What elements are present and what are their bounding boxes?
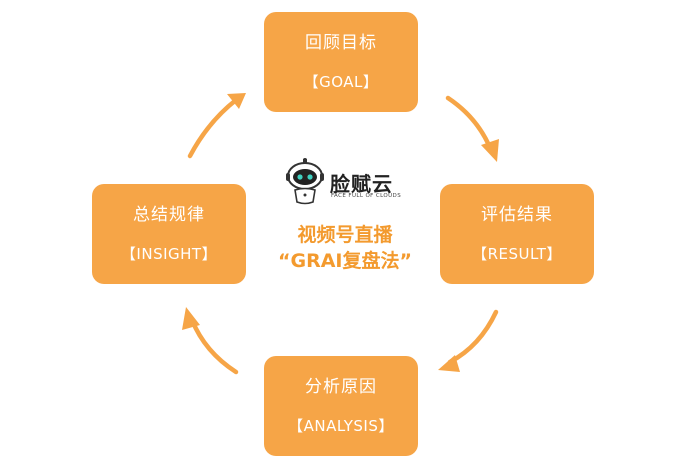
arrowhead-analysis-to-insight (182, 307, 200, 330)
center-title-line2: “GRAI复盘法” (278, 250, 412, 272)
brand-tagline: FACE FULL OF CLOUDS (331, 193, 402, 199)
robot-logo-icon (286, 158, 324, 205)
arrow-result-to-analysis-icon (447, 309, 499, 365)
insight-box: 总结规律 【INSIGHT】 (92, 184, 246, 284)
brand-logo: 脸赋云 FACE FULL OF CLOUDS (270, 158, 420, 208)
arrowhead-insight-to-goal (227, 93, 246, 109)
analysis-label-en: 【ANALYSIS】 (288, 417, 394, 435)
result-label: 评估结果 (481, 205, 553, 225)
goal-label: 回顾目标 (305, 33, 377, 53)
brand-name: 脸赋云 (330, 172, 393, 196)
center-block: 脸赋云 FACE FULL OF CLOUDS 视频号直播 “GRAI复盘法” (270, 158, 420, 274)
insight-label-en: 【INSIGHT】 (120, 245, 218, 263)
result-box: 评估结果 【RESULT】 (440, 184, 594, 284)
result-label-en: 【RESULT】 (472, 245, 562, 263)
insight-label: 总结规律 (133, 205, 205, 225)
analysis-label: 分析原因 (305, 377, 377, 397)
arrowhead-result-to-analysis (438, 355, 460, 372)
arrow-goal-to-result-icon (445, 95, 494, 153)
goal-box: 回顾目标 【GOAL】 (264, 12, 418, 112)
arrow-insight-to-goal-icon (187, 97, 239, 159)
arrowhead-goal-to-result (481, 139, 499, 162)
arrow-analysis-to-insight-icon (189, 317, 239, 375)
goal-label-en: 【GOAL】 (303, 73, 379, 91)
center-title-line1: 视频号直播 (297, 224, 393, 246)
analysis-box: 分析原因 【ANALYSIS】 (264, 356, 418, 456)
